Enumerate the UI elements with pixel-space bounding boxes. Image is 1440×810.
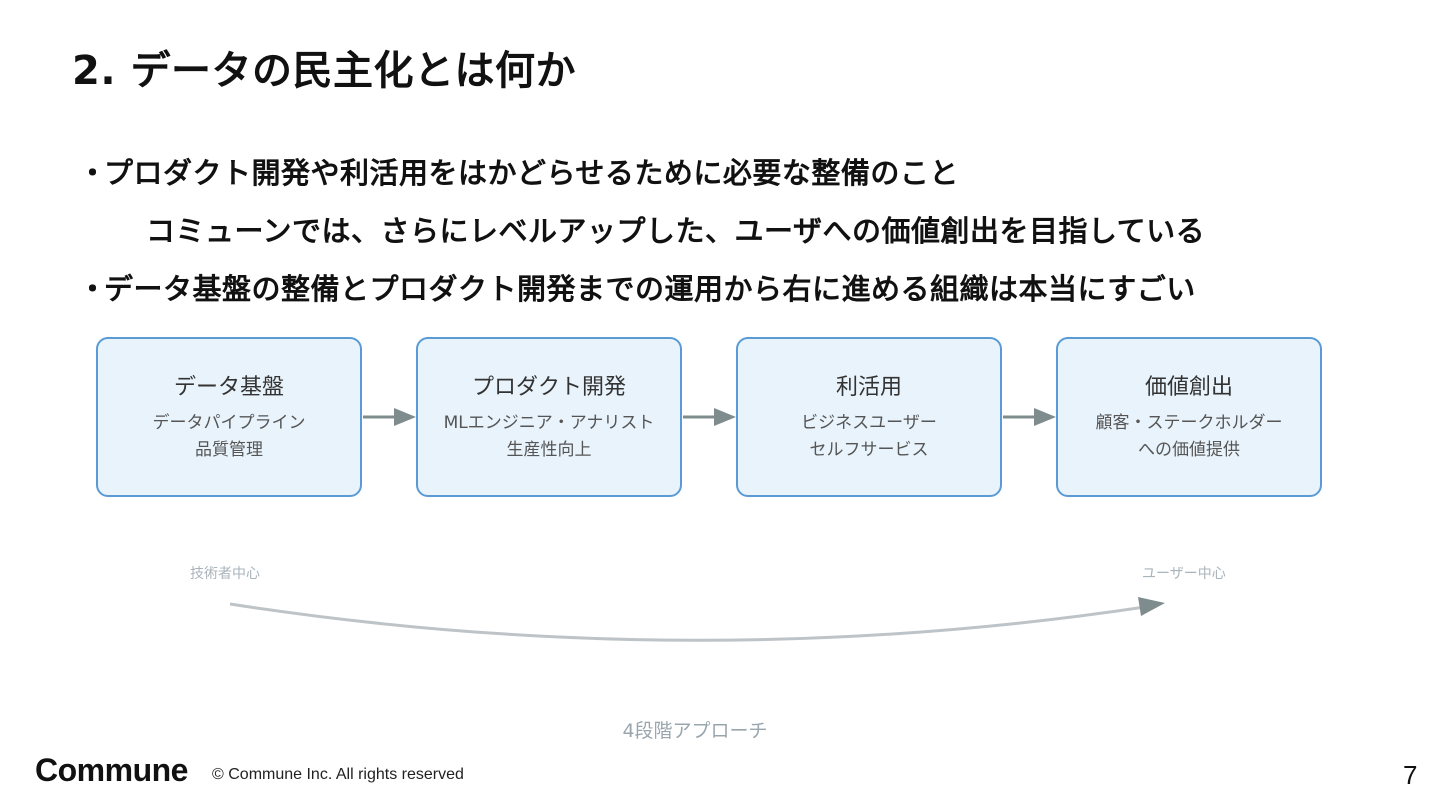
- right-axis-label: ユーザー中心: [1142, 566, 1226, 582]
- stage-title: 価値創出: [1144, 375, 1233, 400]
- page-number: 7: [1403, 760, 1418, 790]
- stage-detail: セルフサービス: [809, 440, 929, 460]
- bullet-marker: ・: [78, 272, 108, 306]
- stage-box-utilization: 利活用 ビジネスユーザー セルフサービス: [736, 337, 1002, 497]
- diagram-caption: 4段階アプローチ: [622, 720, 768, 742]
- stage-detail: 生産性向上: [506, 440, 592, 460]
- stage-detail: 品質管理: [195, 440, 263, 460]
- stage-detail: への価値提供: [1138, 440, 1240, 460]
- stage-detail: ビジネスユーザー: [801, 413, 937, 433]
- stage-title: データ基盤: [173, 375, 284, 400]
- stage-box-product-development: プロダクト開発 MLエンジニア・アナリスト 生産性向上: [416, 337, 682, 497]
- progression-curve-arrow: [229, 597, 1165, 642]
- bullet-text: データ基盤の整備とプロダクト開発までの運用から右に進める組織は本当にすごい: [104, 272, 1196, 306]
- bullet-subline: コミューンでは、さらにレベルアップした、ユーザへの価値創出を目指している: [146, 208, 1205, 250]
- bullet-text: コミューンでは、さらにレベルアップした、ユーザへの価値創出を目指している: [146, 214, 1206, 248]
- stage-box-data-platform: データ基盤 データパイプライン 品質管理: [96, 337, 362, 497]
- bullet-item: ・プロダクト開発や利活用をはかどらせるために必要な整備のこと: [78, 150, 959, 192]
- stage-detail: 顧客・ステークホルダー: [1095, 413, 1283, 433]
- commune-logo: Commune: [35, 752, 188, 788]
- stage-detail: データパイプライン: [152, 413, 306, 433]
- bullet-marker: ・: [78, 156, 108, 190]
- copyright-text: © Commune Inc. All rights reserved: [212, 766, 464, 783]
- stage-box-value-creation: 価値創出 顧客・ステークホルダー への価値提供: [1056, 337, 1322, 497]
- bullet-item: ・データ基盤の整備とプロダクト開発までの運用から右に進める組織は本当にすごい: [78, 266, 1196, 308]
- stage-arrow-1: [363, 408, 416, 426]
- bullet-text: プロダクト開発や利活用をはかどらせるために必要な整備のこと: [104, 156, 959, 190]
- left-axis-label: 技術者中心: [190, 566, 260, 582]
- stage-title: プロダクト開発: [471, 375, 626, 400]
- stage-detail: MLエンジニア・アナリスト: [443, 413, 655, 433]
- slide-title: 2. データの民主化とは何か: [72, 48, 576, 94]
- stage-arrow-2: [683, 408, 736, 426]
- stage-arrow-3: [1003, 408, 1056, 426]
- stage-title: 利活用: [835, 375, 902, 400]
